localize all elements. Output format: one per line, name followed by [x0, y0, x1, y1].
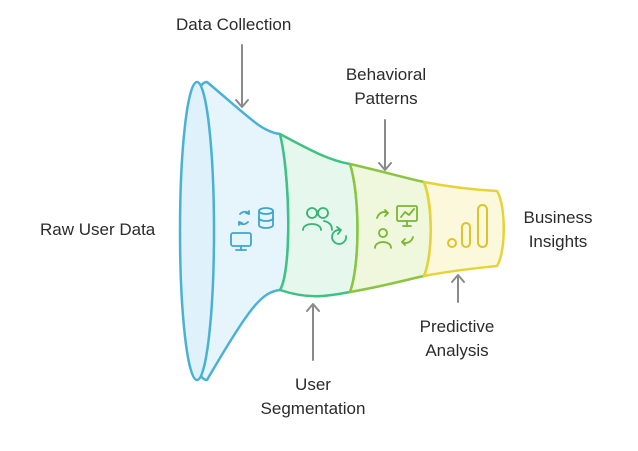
arrow-behavioral-patterns	[378, 119, 392, 171]
sync-arrows-icon	[238, 210, 250, 226]
arrow-data-collection	[235, 44, 249, 108]
arrow-right-icon	[376, 209, 389, 219]
monitor-icon	[230, 232, 252, 251]
label-predictive-line1: Predictive	[419, 317, 495, 336]
label-business-insights: Business Insights	[512, 206, 604, 254]
label-predictive-line2: Analysis	[425, 341, 489, 360]
funnel-segment-predictive	[422, 180, 505, 278]
label-segmentation-line1: User	[295, 375, 331, 394]
label-raw-user-data: Raw User Data	[40, 220, 156, 239]
label-data-collection: Data Collection	[176, 15, 292, 34]
label-business-line1: Business	[523, 208, 593, 227]
users-icon	[302, 207, 333, 231]
refresh-icon	[331, 226, 347, 245]
label-behavioral-line1: Behavioral	[345, 65, 427, 84]
funnel-mouth	[178, 80, 216, 382]
label-predictive-analysis: Predictive Analysis	[403, 315, 511, 363]
label-behavioral-line2: Patterns	[354, 89, 418, 108]
funnel-segment-behavioral	[348, 162, 432, 294]
label-business-line2: Insights	[528, 232, 588, 251]
arrow-predictive-analysis	[451, 274, 465, 303]
trend-chart-icon	[396, 205, 418, 227]
database-icon	[258, 207, 274, 229]
label-segmentation-line2: Segmentation	[260, 399, 366, 418]
label-user-segmentation: User Segmentation	[253, 373, 373, 421]
bar-chart-icon	[447, 204, 488, 248]
user-swap-icon	[374, 228, 414, 249]
arrow-user-segmentation	[306, 303, 320, 361]
label-behavioral-patterns: Behavioral Patterns	[331, 63, 441, 111]
